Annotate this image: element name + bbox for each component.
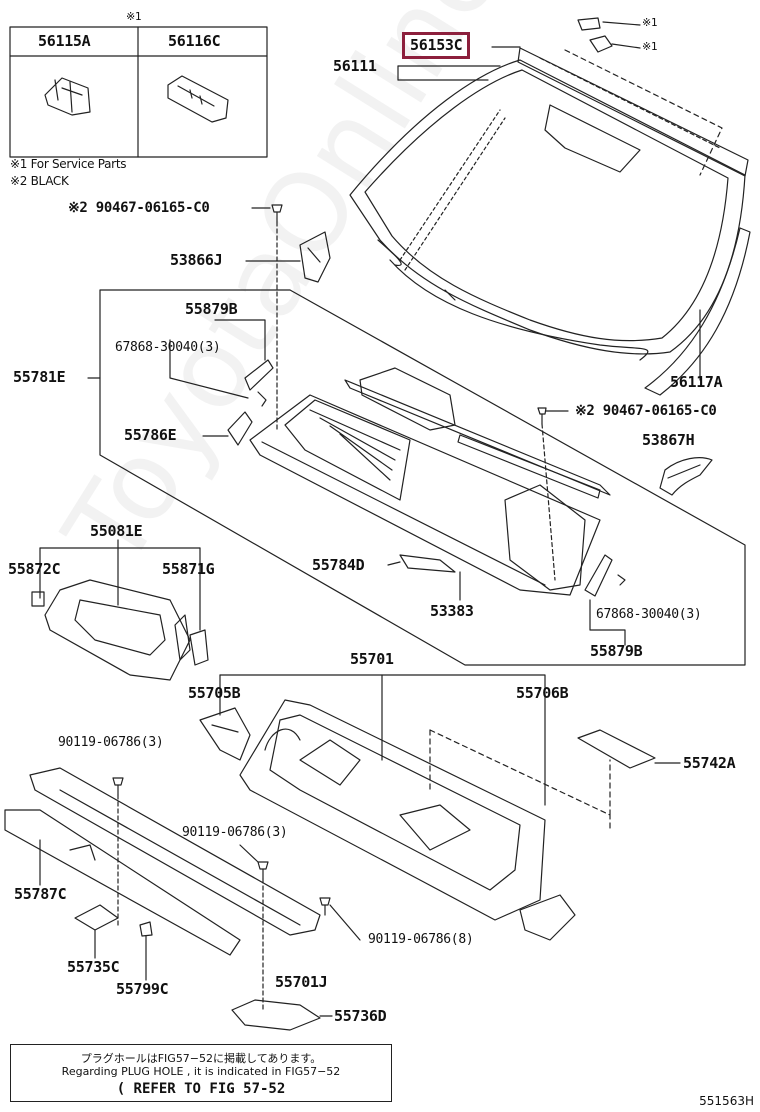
part-90119-a: 90119-06786(3) (58, 735, 164, 750)
part-56116C: 56116C (168, 32, 221, 50)
part-55781E: 55781E (13, 368, 66, 386)
part-67868-bottom: 67868-30040(3) (596, 607, 702, 622)
figure-code: 551563H (699, 1094, 754, 1108)
part-55871G: 55871G (162, 560, 215, 578)
part-55081E: 55081E (90, 522, 143, 540)
note-black: ※2 BLACK (10, 174, 69, 188)
part-55784D: 55784D (312, 556, 365, 574)
part-55701: 55701 (350, 650, 394, 668)
top-molding (517, 47, 749, 177)
part-90119-b: 90119-06786(3) (182, 825, 288, 840)
part-56153C: 56153C (401, 32, 471, 59)
part-55879B-top: 55879B (185, 300, 238, 318)
part-55701J: 55701J (275, 973, 328, 991)
service-box-mark: ※1 (126, 10, 142, 23)
windshield-glass (349, 59, 746, 361)
service-parts-box (9, 26, 268, 158)
part-90467-top: ※2 90467-06165-C0 (68, 200, 210, 216)
lower-brace (4, 767, 321, 956)
part-90119-c: 90119-06786(8) (368, 932, 474, 947)
part-55872C: 55872C (8, 560, 61, 578)
part-55706B: 55706B (516, 684, 569, 702)
reference-line-jp: プラグホールはFIG57−52に掲載してあります。 (80, 1052, 322, 1065)
part-55736D: 55736D (334, 1007, 387, 1025)
part-53867H: 53867H (642, 431, 695, 449)
side-molding (644, 227, 751, 396)
part-55705B: 55705B (188, 684, 241, 702)
part-56115A: 56115A (38, 32, 91, 50)
part-56117A: 56117A (670, 373, 723, 391)
part-55786E: 55786E (124, 426, 177, 444)
part-53866J: 53866J (170, 251, 223, 269)
part-55742A: 55742A (683, 754, 736, 772)
reference-line-fig: ( REFER TO FIG 57-52 (116, 1081, 286, 1097)
part-53383: 53383 (430, 602, 474, 620)
cowl-top-panel (249, 367, 611, 596)
part-56111: 56111 (333, 57, 377, 75)
cowl-tray (44, 579, 209, 681)
part-55787C: 55787C (14, 885, 67, 903)
part-55799C: 55799C (116, 980, 169, 998)
part-90467-right: ※2 90467-06165-C0 (575, 403, 717, 419)
part-55735C: 55735C (67, 958, 120, 976)
mark-1b: ※1 (642, 40, 658, 53)
part-55879B-bottom: 55879B (590, 642, 643, 660)
reference-box: プラグホールはFIG57−52に掲載してあります。 Regarding PLUG… (10, 1044, 392, 1102)
note-service-parts: ※1 For Service Parts (10, 157, 127, 171)
part-67868-top: 67868-30040(3) (115, 340, 221, 355)
reference-line-en: Regarding PLUG HOLE , it is indicated in… (61, 1065, 341, 1078)
mark-1a: ※1 (642, 16, 658, 29)
main-cowl (239, 699, 546, 921)
